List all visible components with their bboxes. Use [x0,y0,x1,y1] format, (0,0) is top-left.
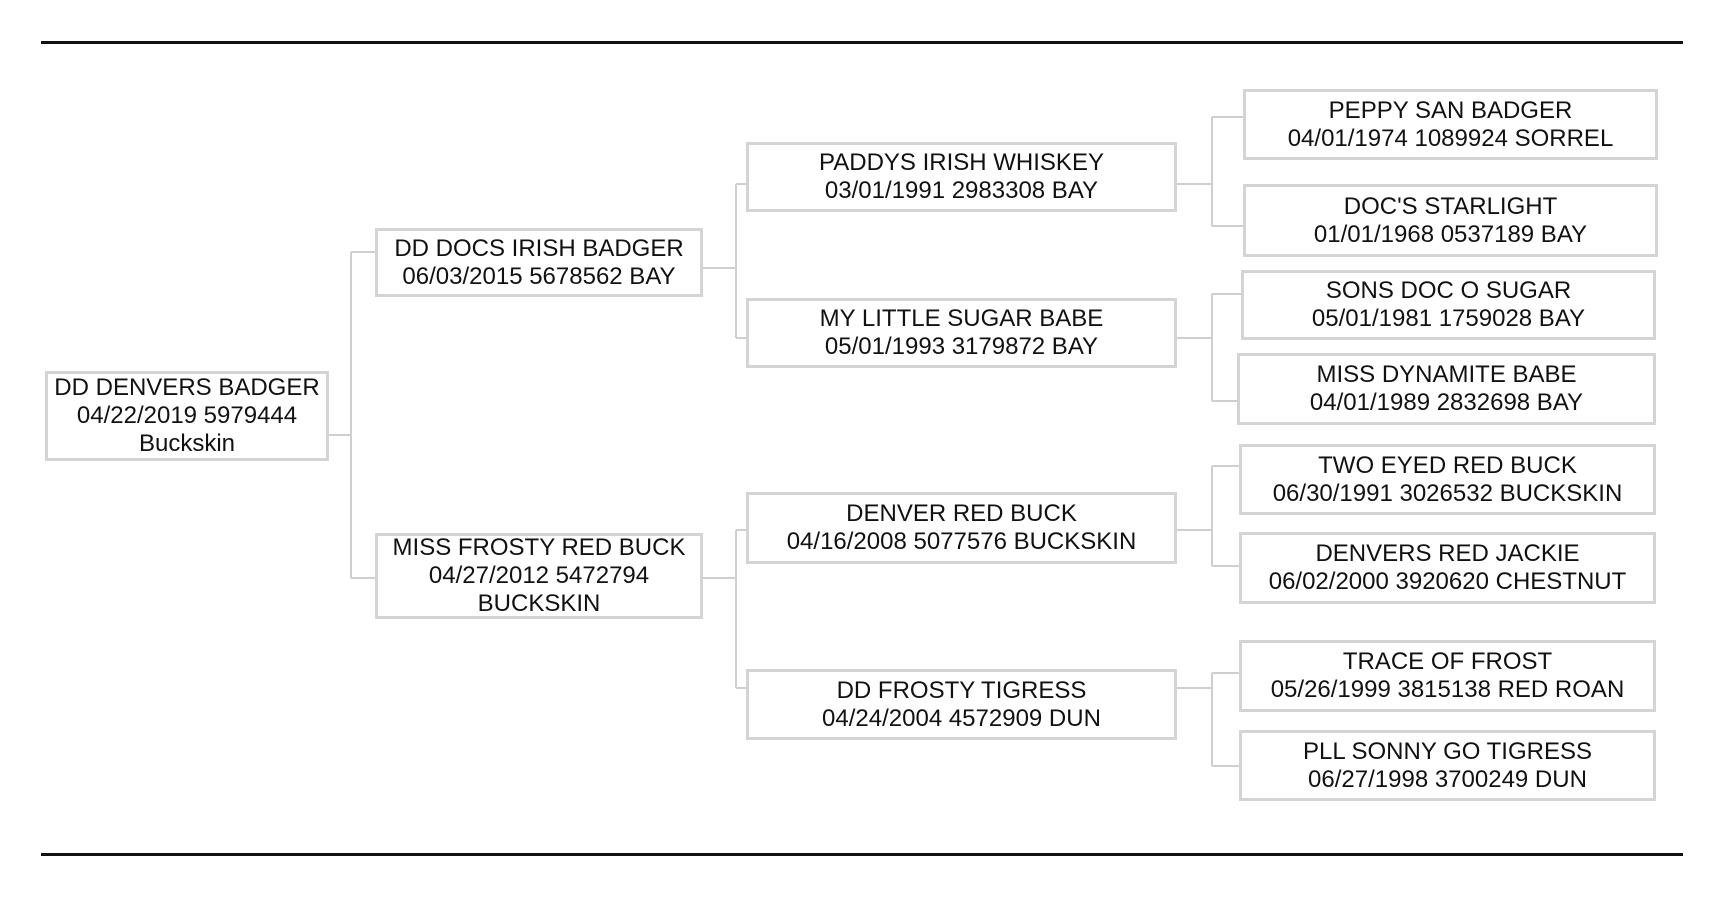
connector-dam-dam [1176,672,1239,767]
horse-details: 06/02/2000 3920620 CHESTNUT [1268,568,1627,595]
horse-details: 04/16/2008 5077576 BUCKSKIN [786,528,1137,555]
horse-name: MY LITTLE SUGAR BABE [819,305,1104,332]
horse-details: 05/01/1981 1759028 BAY [1311,305,1586,332]
horse-name: DD FROSTY TIGRESS [836,676,1087,704]
horse-details: 05/26/1999 3815138 RED ROAN [1270,676,1625,703]
horse-name: DOC'S STARLIGHT [1343,192,1558,220]
horse-name: DD DOCS IRISH BADGER [394,234,684,262]
horse-g3-2: DOC'S STARLIGHT 01/01/1968 0537189 BAY [1243,184,1658,257]
horse-dam: MISS FROSTY RED BUCK 04/27/2012 5472794 … [375,533,703,619]
connector-dam [702,529,746,689]
top-rule [41,41,1683,44]
connector-dam-sire [1176,465,1239,567]
horse-color: Buckskin [138,430,236,457]
horse-name: DENVERS RED JACKIE [1315,540,1580,567]
horse-g3-5: TWO EYED RED BUCK 06/30/1991 3026532 BUC… [1239,444,1656,515]
horse-sire-sire: PADDYS IRISH WHISKEY 03/01/1991 2983308 … [746,142,1177,212]
horse-name: MISS DYNAMITE BABE [1316,361,1577,388]
horse-details: 01/01/1968 0537189 BAY [1313,220,1588,248]
horse-name: PEPPY SAN BADGER [1328,96,1573,124]
horse-name: DENVER RED BUCK [846,500,1077,527]
horse-name: TRACE OF FROST [1342,648,1553,675]
horse-name: SONS DOC O SUGAR [1325,277,1572,304]
connector-sire-sire [1176,116,1243,227]
horse-details: 04/01/1974 1089924 SORREL [1287,124,1614,152]
horse-sire-dam: MY LITTLE SUGAR BABE 05/01/1993 3179872 … [746,298,1177,368]
connector-subject [328,251,375,579]
horse-g3-4: MISS DYNAMITE BABE 04/01/1989 2832698 BA… [1237,353,1656,425]
horse-details: 04/22/2019 5979444 [76,402,298,429]
horse-dam-dam: DD FROSTY TIGRESS 04/24/2004 4572909 DUN [746,669,1177,740]
horse-name: PADDYS IRISH WHISKEY [819,149,1104,176]
horse-name: DD DENVERS BADGER [54,374,320,401]
bottom-rule [41,853,1683,856]
horse-name: MISS FROSTY RED BUCK [392,534,686,561]
horse-details: 06/03/2015 5678562 BAY [402,262,676,290]
horse-details: 04/27/2012 5472794 [428,562,650,589]
horse-details: 04/24/2004 4572909 DUN [822,704,1101,732]
horse-details: 06/27/1998 3700249 DUN [1308,765,1587,793]
horse-name: PLL SONNY GO TIGRESS [1303,737,1592,765]
horse-g3-6: DENVERS RED JACKIE 06/02/2000 3920620 CH… [1239,532,1656,604]
connector-sire [702,183,746,339]
horse-details: 03/01/1991 2983308 BAY [824,177,1099,204]
horse-subject: DD DENVERS BADGER 04/22/2019 5979444 Buc… [45,371,329,461]
horse-details: 05/01/1993 3179872 BAY [824,333,1099,360]
horse-g3-1: PEPPY SAN BADGER 04/01/1974 1089924 SORR… [1243,89,1658,160]
connector-sire-dam [1176,293,1241,402]
horse-g3-3: SONS DOC O SUGAR 05/01/1981 1759028 BAY [1241,270,1656,340]
horse-color: BUCKSKIN [477,590,601,617]
horse-g3-8: PLL SONNY GO TIGRESS 06/27/1998 3700249 … [1239,730,1656,801]
horse-g3-7: TRACE OF FROST 05/26/1999 3815138 RED RO… [1239,640,1656,712]
horse-details: 04/01/1989 2832698 BAY [1309,389,1584,416]
horse-dam-sire: DENVER RED BUCK 04/16/2008 5077576 BUCKS… [746,492,1177,564]
horse-details: 06/30/1991 3026532 BUCKSKIN [1272,479,1623,507]
horse-sire: DD DOCS IRISH BADGER 06/03/2015 5678562 … [375,228,703,297]
horse-name: TWO EYED RED BUCK [1318,451,1577,479]
